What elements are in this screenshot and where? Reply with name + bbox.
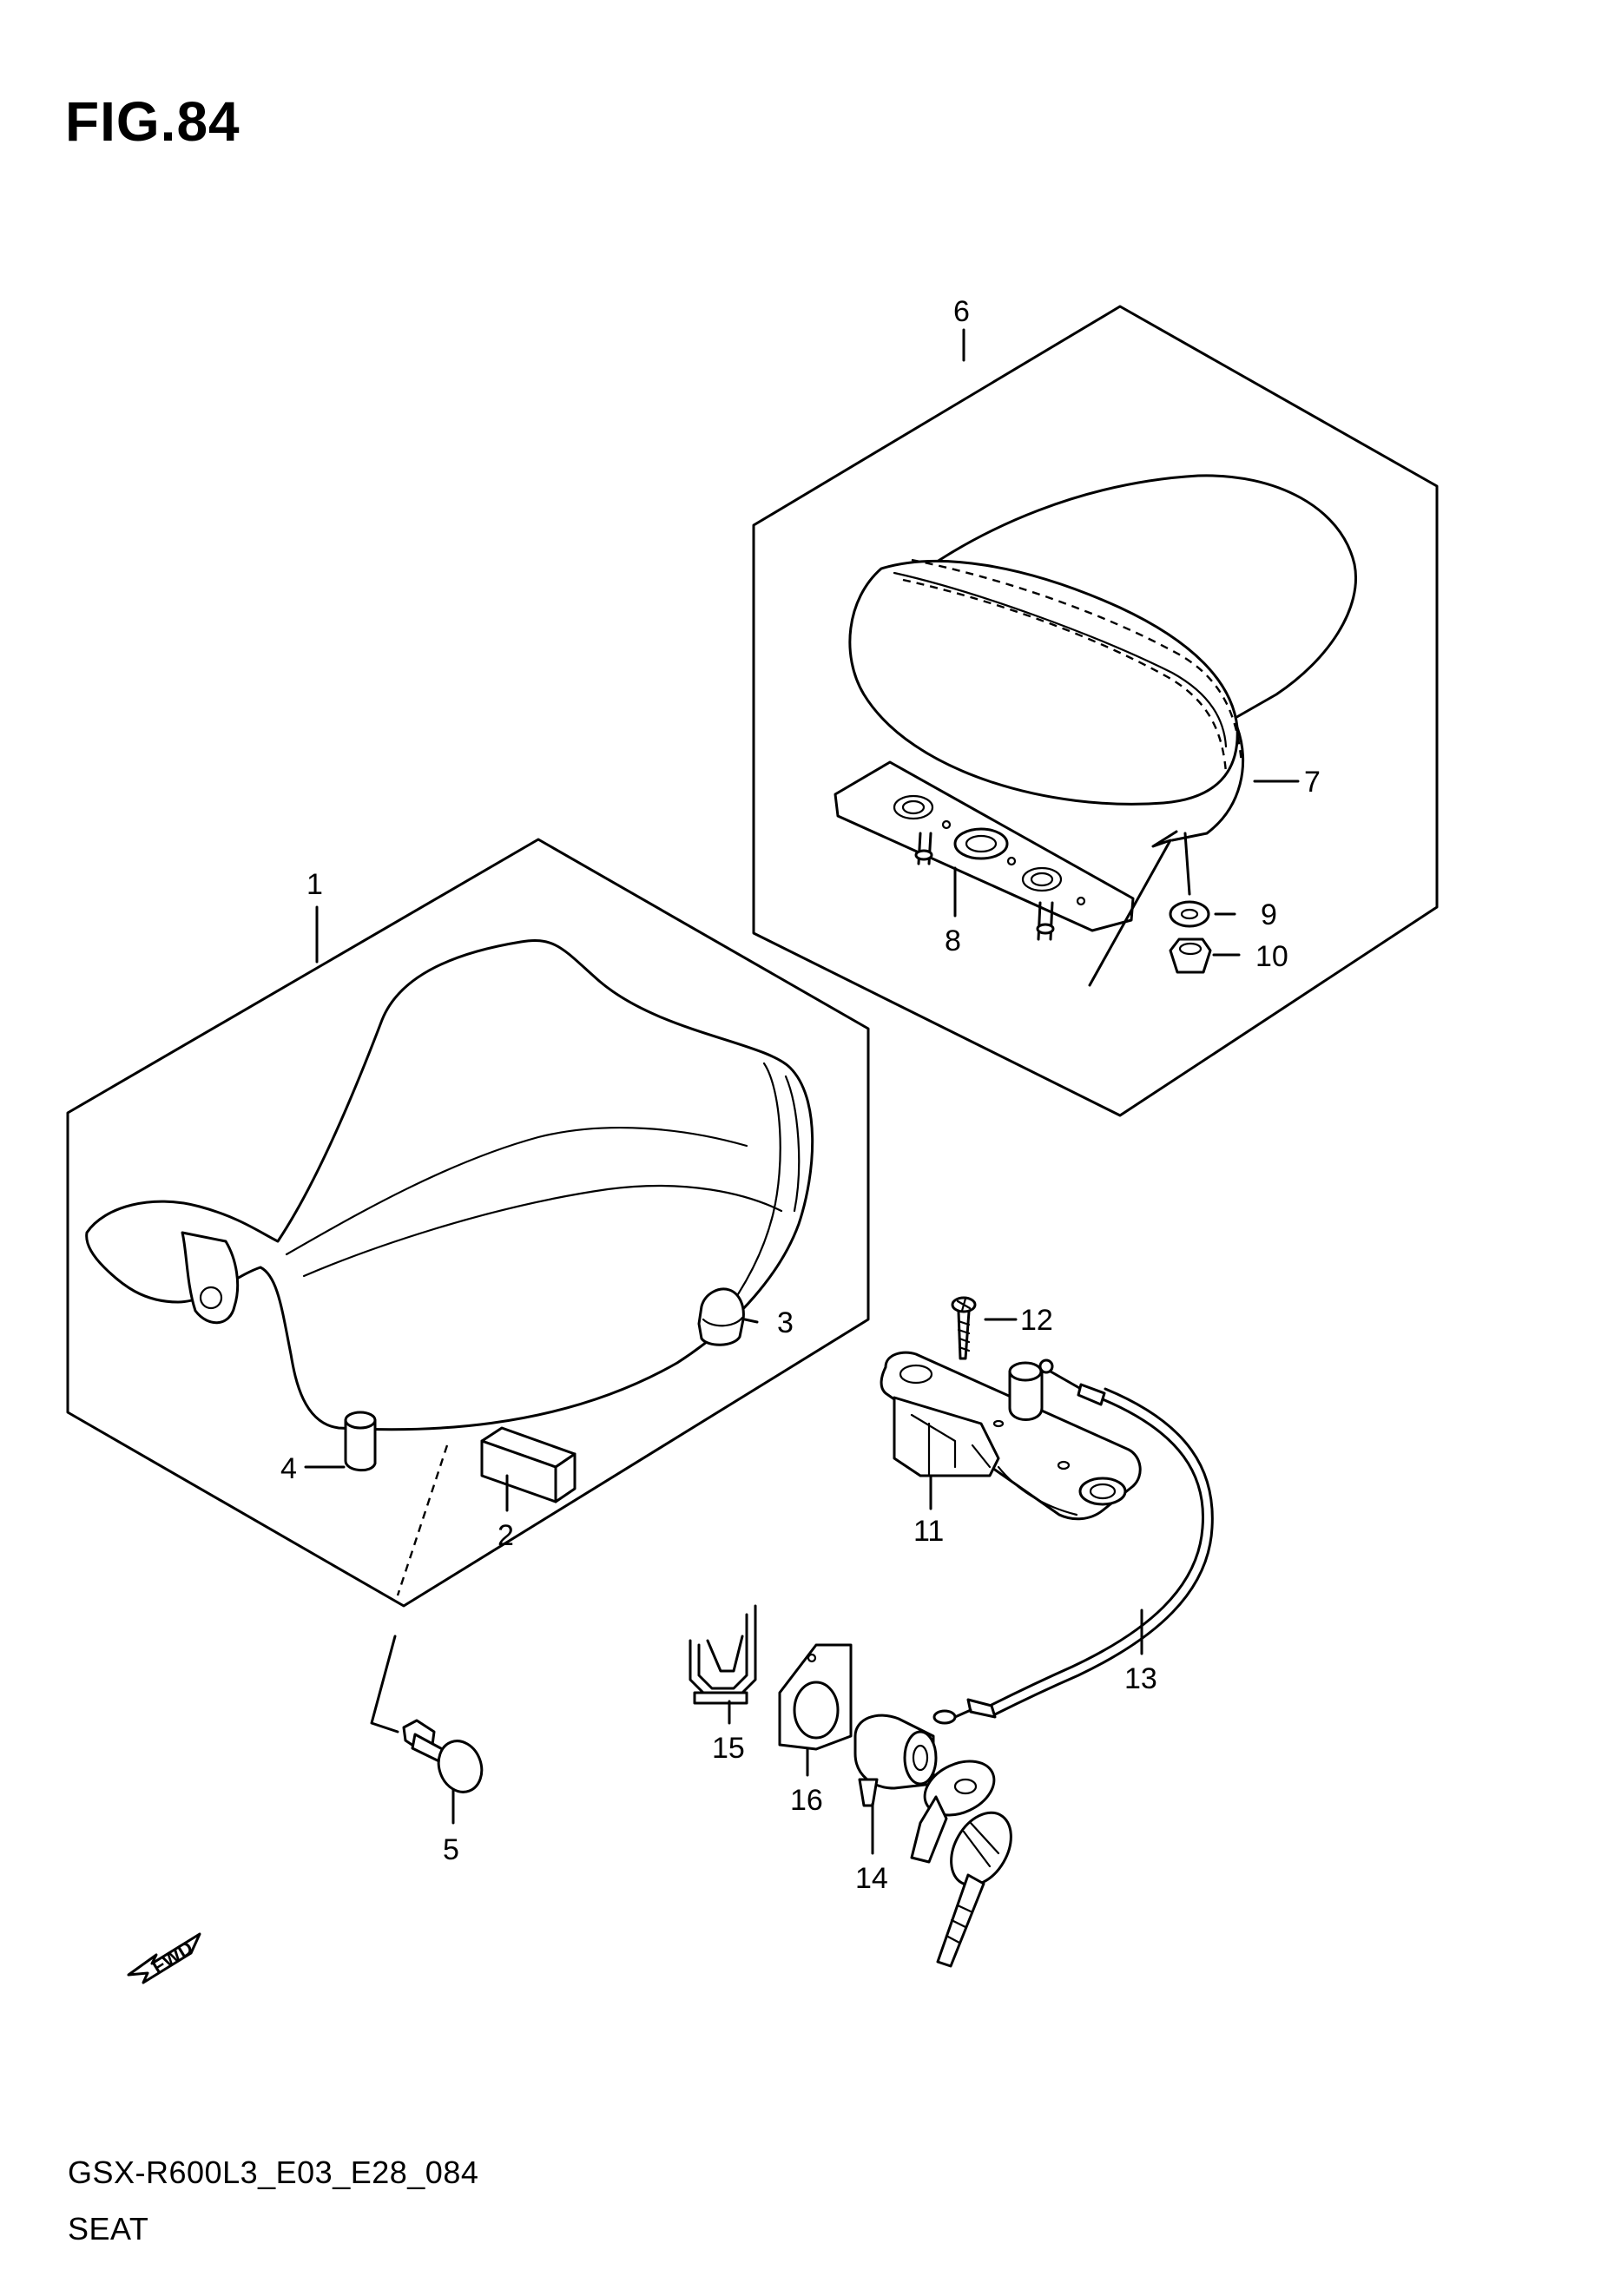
callout-13: 13 bbox=[1124, 1662, 1157, 1695]
leader-lines bbox=[304, 328, 1300, 1855]
section-name: SEAT bbox=[68, 2211, 149, 2247]
lock-holder-plate bbox=[778, 1643, 853, 1751]
callout-1: 1 bbox=[306, 868, 323, 901]
callout-7: 7 bbox=[1304, 766, 1321, 799]
cable-clip bbox=[689, 1604, 757, 1705]
seat-hook-plate bbox=[834, 760, 1135, 941]
seat-lock bbox=[880, 1351, 1142, 1521]
figure-title: FIG.84 bbox=[65, 90, 241, 153]
callout-4: 4 bbox=[280, 1452, 297, 1485]
front-seat bbox=[85, 939, 814, 1431]
rubber-washer bbox=[1169, 900, 1210, 928]
callout-11: 11 bbox=[913, 1515, 944, 1548]
front-seat-group-outline bbox=[66, 838, 870, 1608]
rear-seat-cushion bbox=[848, 474, 1357, 842]
callout-14: 14 bbox=[855, 1862, 888, 1895]
callout-12: 12 bbox=[1020, 1304, 1053, 1337]
callout-8: 8 bbox=[945, 924, 961, 957]
cushion-stopper bbox=[697, 1287, 745, 1346]
callout-2: 2 bbox=[498, 1519, 514, 1552]
callout-3: 3 bbox=[777, 1306, 794, 1339]
callout-5: 5 bbox=[443, 1833, 459, 1866]
lock-cylinder-with-keys bbox=[853, 1714, 1012, 1968]
rear-seat-group-outline bbox=[752, 305, 1439, 1117]
forward-direction-arrow: FWD bbox=[127, 1932, 201, 1984]
seat-fastener bbox=[402, 1719, 484, 1793]
seat-cushion-rubber bbox=[344, 1411, 377, 1471]
nut bbox=[1169, 937, 1212, 974]
seat-lock-cable bbox=[932, 1359, 1214, 1725]
callout-9: 9 bbox=[1261, 898, 1277, 931]
screw bbox=[951, 1296, 977, 1360]
seat-pad bbox=[480, 1426, 577, 1503]
callout-15: 15 bbox=[712, 1732, 745, 1765]
callout-6: 6 bbox=[953, 295, 970, 328]
model-code: GSX-R600L3_E03_E28_084 bbox=[68, 2155, 479, 2190]
callout-16: 16 bbox=[790, 1784, 823, 1817]
callout-10: 10 bbox=[1255, 940, 1288, 973]
